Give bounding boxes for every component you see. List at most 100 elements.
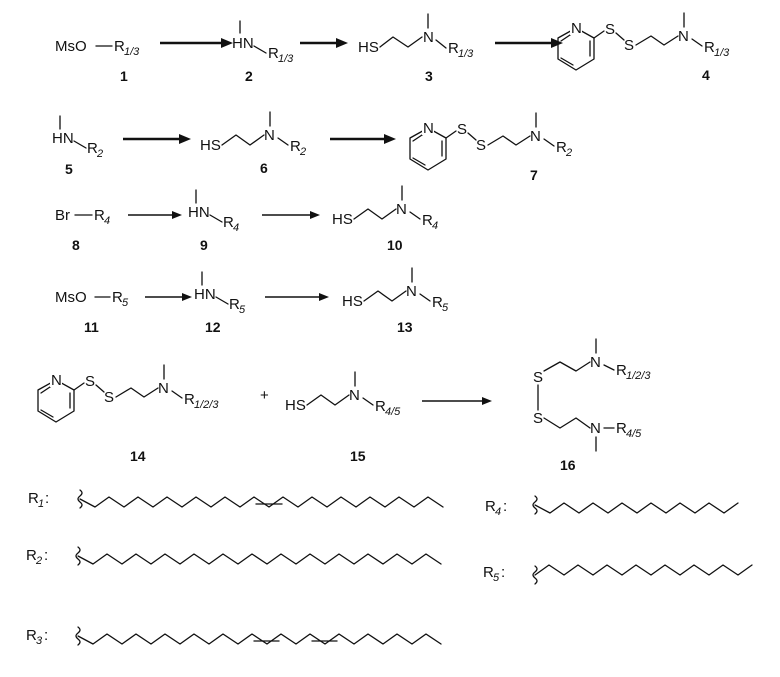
compound-5: HN R 2 5 (52, 116, 103, 177)
r-subscript: 4 (432, 220, 438, 232)
compound-number: 9 (200, 237, 208, 253)
compound-7: N S S N R 2 7 (410, 113, 572, 183)
linoleyl-chain (78, 634, 441, 644)
r-group-subscript: 4 (495, 506, 501, 518)
compound-15: HS N R 4/5 15 (285, 372, 401, 464)
r-group-4: R 4 : (485, 496, 738, 518)
r-subscript: 1/3 (458, 48, 474, 60)
compound-number: 6 (260, 160, 268, 176)
amine-label: HN (52, 130, 74, 147)
r-group-2: R 2 : (26, 547, 441, 567)
r-subscript: 1/2/3 (626, 370, 651, 382)
r-subscript: 1/3 (124, 46, 140, 58)
compound-6: HS N R 2 6 (200, 112, 306, 176)
r-subscript: 1/2/3 (194, 399, 219, 411)
sulfur-label: S (104, 389, 114, 406)
r-group-colon: : (501, 564, 505, 581)
r-subscript: 4 (233, 222, 239, 234)
plus-sign: + (260, 387, 269, 404)
arrowhead (384, 134, 396, 144)
sulfur-label: S (476, 137, 486, 154)
pyridine-nitrogen: N (51, 372, 62, 389)
r-group-subscript: 2 (35, 555, 42, 567)
arrowhead (336, 38, 348, 48)
r-group-3: R 3 : (26, 627, 441, 647)
amine-label: HN (194, 286, 216, 303)
amine-label: HN (232, 35, 254, 52)
r-subscript: 1/3 (714, 47, 730, 59)
nitrogen-label: N (264, 127, 275, 144)
compound-number: 12 (205, 319, 221, 335)
r-subscript: 2 (299, 146, 306, 158)
sulfur-label: S (605, 21, 615, 38)
r-subscript: 5 (442, 302, 449, 314)
compound-4: N S S N R 1/3 4 (558, 13, 730, 83)
compound-11: MsO R 5 11 (55, 289, 129, 335)
pyridine-nitrogen: N (571, 20, 582, 37)
thiol-label: HS (358, 39, 379, 56)
compound-number: 5 (65, 161, 73, 177)
r-group-subscript: 1 (38, 498, 44, 510)
compound-number: 14 (130, 448, 146, 464)
stearyl-chain (78, 554, 441, 564)
arrowhead (310, 211, 320, 219)
sulfur-label: S (624, 37, 634, 54)
bromide-label: Br (55, 207, 70, 224)
arrowhead (172, 211, 182, 219)
r-subscript: 5 (122, 297, 129, 309)
compound-number: 4 (702, 67, 710, 83)
compound-13: HS N R 5 13 (342, 268, 449, 335)
mesylate-label: MsO (55, 38, 87, 55)
r-subscript: 1/3 (278, 53, 294, 65)
nitrogen-label: N (349, 387, 360, 404)
compound-number: 2 (245, 68, 253, 84)
arrowhead (179, 134, 191, 144)
r-group-subscript: 3 (36, 635, 43, 647)
compound-1: MsO R 1/3 1 (55, 38, 140, 84)
sulfur-label: S (533, 369, 543, 386)
nitrogen-label: N (423, 29, 434, 46)
nitrogen-label: N (406, 283, 417, 300)
thiol-label: HS (332, 211, 353, 228)
compound-number: 1 (120, 68, 128, 84)
compound-10: HS N R 4 10 (332, 186, 438, 253)
r-group-colon: : (44, 547, 48, 564)
compound-number: 13 (397, 319, 413, 335)
compound-9: HN R 4 9 (188, 190, 239, 253)
compound-3: HS N R 1/3 3 (358, 14, 474, 84)
compound-number: 16 (560, 457, 576, 473)
r-subscript: 4/5 (626, 428, 642, 440)
pyridine-nitrogen: N (423, 120, 434, 137)
nitrogen-label: N (158, 380, 169, 397)
compound-14: N S S N R 1/2/3 14 (38, 365, 219, 464)
oleyl-chain (80, 497, 443, 507)
compound-number: 8 (72, 237, 80, 253)
compound-16: S S N R 1/2/3 N R 4/5 16 (533, 339, 651, 473)
r-group-5: R 5 : (483, 564, 752, 584)
sulfur-label: S (533, 410, 543, 427)
arrowhead (482, 397, 492, 405)
compound-number: 3 (425, 68, 433, 84)
r-group-subscript: 5 (493, 572, 500, 584)
compound-2: HN R 1/3 2 (232, 21, 294, 84)
thiol-label: HS (285, 397, 306, 414)
compound-number: 11 (84, 319, 99, 335)
r-group-colon: : (503, 498, 507, 515)
thiol-label: HS (342, 293, 363, 310)
sulfur-label: S (85, 373, 95, 390)
compound-8: Br R 4 8 (55, 207, 110, 253)
nitrogen-label: N (396, 201, 407, 218)
sulfur-label: S (457, 121, 467, 138)
r-subscript: 4 (104, 215, 110, 227)
thiol-label: HS (200, 137, 221, 154)
compound-12: HN R 5 12 (194, 272, 246, 335)
r-subscript: 2 (96, 148, 103, 160)
arrowhead (319, 293, 329, 301)
decyl-chain (535, 503, 738, 513)
nitrogen-label: N (678, 28, 689, 45)
arrowhead (551, 38, 563, 48)
dodecyl-chain (535, 565, 752, 575)
compound-number: 15 (350, 448, 366, 464)
r-group-1: R 1 : (28, 490, 443, 510)
